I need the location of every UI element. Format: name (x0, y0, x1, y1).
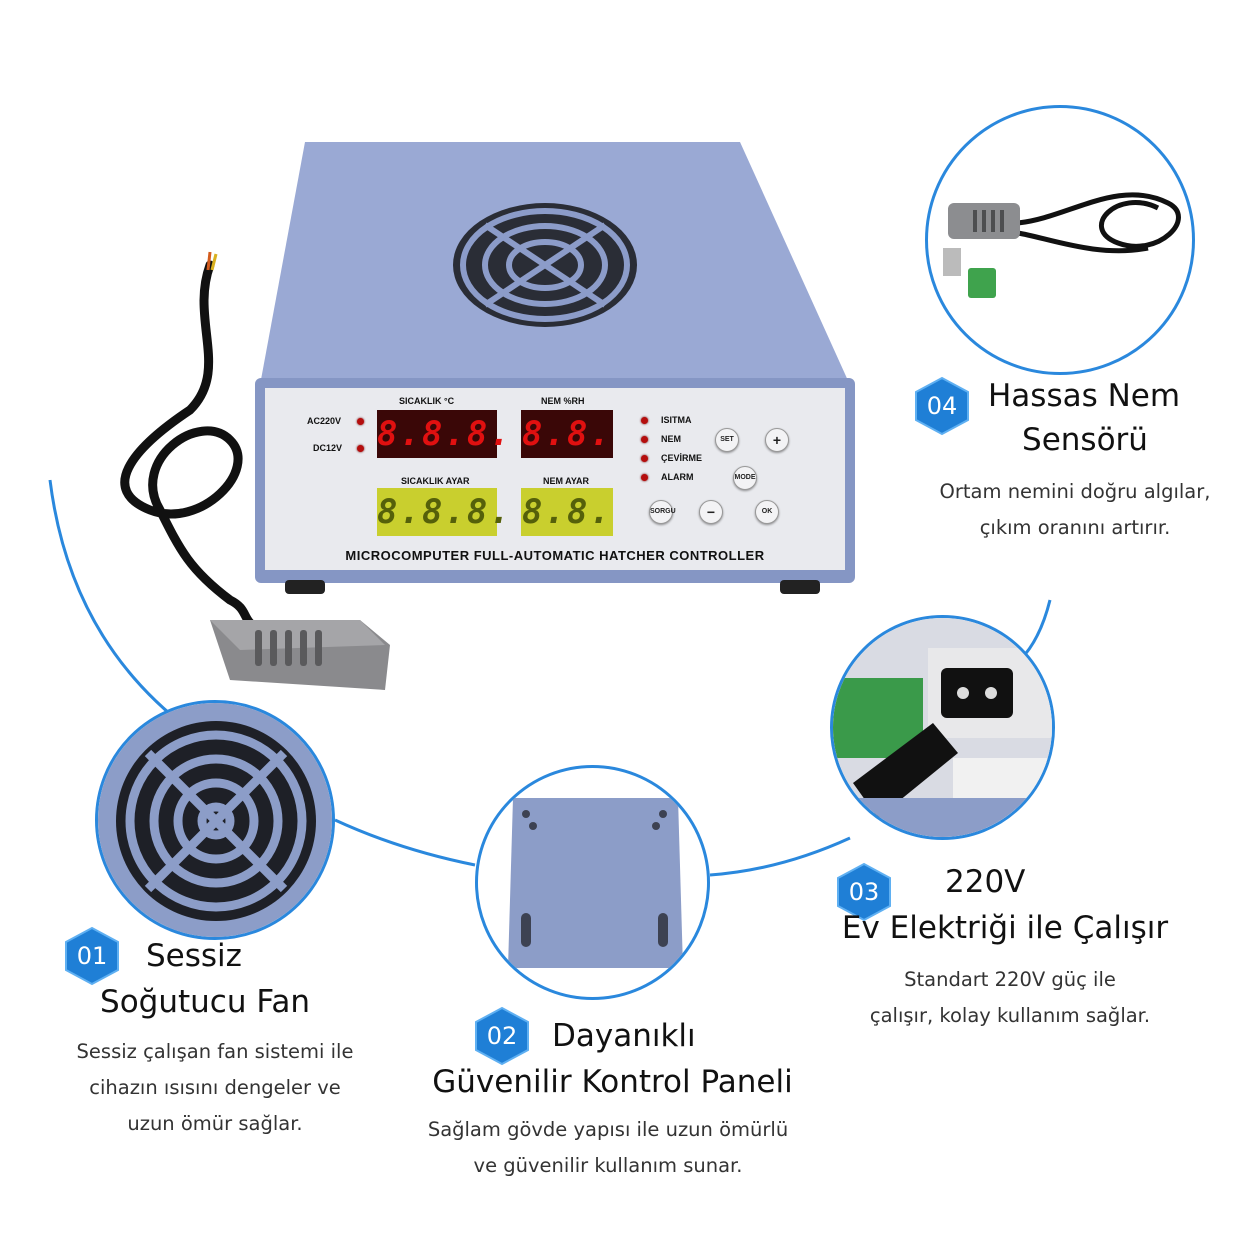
ok-button[interactable]: OK (755, 500, 779, 524)
ac220v-label: AC220V (307, 416, 342, 426)
temp-display: 8.8.8. (377, 410, 510, 458)
dc12v-indicator (357, 445, 364, 452)
badge-01-number: 01 (76, 942, 108, 970)
feature-01-description: Sessiz çalışan fan sistemi ile cihazın ı… (20, 1034, 410, 1142)
minus-button[interactable]: − (699, 500, 723, 524)
feature-02-description: Sağlam gövde yapısı ile uzun ömürlü ve g… (388, 1112, 828, 1184)
mode-button[interactable]: MODE (733, 466, 757, 490)
title-strip: MICROCOMPUTER FULL-AUTOMATIC HATCHER CON… (345, 548, 765, 563)
feature-02-title-line1: Dayanıklı (552, 1018, 696, 1054)
humidity-ind-label: NEM (661, 434, 681, 444)
badge-hexagon-icon (837, 862, 891, 922)
feature-03-description: Standart 220V güç ile çalışır, kolay kul… (830, 962, 1190, 1034)
badge-02-number: 02 (486, 1022, 518, 1050)
feature-01-title-line1: Sessiz (146, 938, 242, 974)
badge-01: 01 (64, 926, 120, 986)
power-socket-image (833, 618, 1052, 837)
badge-hexagon-icon (65, 926, 119, 986)
feature-04-desc-line: Ortam nemini doğru algılar, (939, 480, 1211, 503)
feature-02-title-line2: Güvenilir Kontrol Paneli (432, 1064, 793, 1100)
feature-04-title-line1: Hassas Nem (988, 378, 1181, 414)
feature-01-desc-line: uzun ömür sağlar. (127, 1112, 303, 1135)
heating-indicator (641, 417, 648, 424)
badge-hexagon-icon (475, 1006, 529, 1066)
humidity-indicator (641, 436, 648, 443)
feature-03-desc-line: çalışır, kolay kullanım sağlar. (869, 1004, 1151, 1027)
feature-03-title-line1: 220V (945, 864, 1026, 900)
fan-closeup-circle (95, 700, 335, 940)
feature-02-desc-line: ve güvenilir kullanım sunar. (473, 1154, 743, 1177)
hum-set-label: NEM AYAR (543, 476, 590, 486)
bottom-plate-image (508, 798, 683, 968)
badge-03-number: 03 (848, 878, 880, 906)
alarm-indicator (641, 474, 648, 481)
set-button[interactable]: SET (715, 428, 739, 452)
bottom-panel-circle (475, 765, 710, 1000)
feature-04-description: Ortam nemini doğru algılar, çıkım oranın… (900, 474, 1250, 546)
sensor-closeup-circle (925, 105, 1195, 375)
feature-01-title-line2: Soğutucu Fan (100, 984, 310, 1020)
feature-02-desc-line: Sağlam gövde yapısı ile uzun ömürlü (427, 1118, 789, 1141)
feature-01-desc-line: Sessiz çalışan fan sistemi ile (76, 1040, 354, 1063)
humidity-sensor (210, 620, 390, 690)
fan-grill-image (98, 703, 332, 937)
alarm-label: ALARM (661, 472, 694, 482)
control-panel: AC220V DC12V SICAKLIK °C 8.8.8. NEM %RH … (265, 388, 845, 570)
badge-02: 02 (474, 1006, 530, 1066)
temp-label: SICAKLIK °C (399, 396, 455, 406)
controller-device: AC220V DC12V SICAKLIK °C 8.8.8. NEM %RH … (90, 130, 870, 730)
temp-set-label: SICAKLIK AYAR (401, 476, 470, 486)
turning-label: ÇEVİRME (661, 453, 703, 463)
hum-display: 8.8. (521, 410, 613, 458)
feature-04-desc-line: çıkım oranını artırır. (979, 516, 1171, 539)
badge-04-number: 04 (926, 392, 958, 420)
heating-label: ISITMA (661, 415, 692, 425)
sensor-cable-image (943, 192, 1181, 298)
query-button[interactable]: SORGU (649, 500, 676, 524)
badge-hexagon-icon (915, 376, 969, 436)
power-socket-circle (830, 615, 1055, 840)
badge-03: 03 (836, 862, 892, 922)
hum-label: NEM %RH (541, 396, 585, 406)
dc12v-label: DC12V (313, 443, 343, 453)
feature-03-desc-line: Standart 220V güç ile (904, 968, 1116, 991)
ac220v-indicator (357, 418, 364, 425)
feature-01-desc-line: cihazın ısısını dengeler ve (89, 1076, 341, 1099)
temp-set-display: 8.8.8. (377, 488, 510, 536)
turning-indicator (641, 455, 648, 462)
plus-button[interactable]: + (765, 428, 789, 452)
feature-03-title-line2: Ev Elektriği ile Çalışır (841, 910, 1169, 946)
badge-04: 04 (914, 376, 970, 436)
hum-set-display: 8.8. (521, 488, 613, 536)
feature-04-title-line2: Sensörü (1022, 422, 1148, 458)
